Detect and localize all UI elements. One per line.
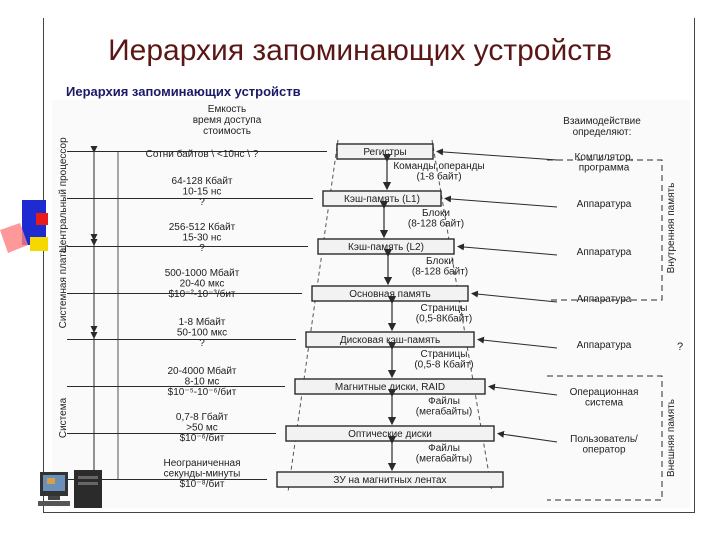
- level-param: $10⁻²-10⁻³/бит: [168, 288, 235, 300]
- level-param: 8-10 мс: [185, 377, 220, 388]
- right-header-line: Взаимодействие: [563, 116, 641, 127]
- memory-group-label: Внешняя память: [666, 399, 677, 477]
- level-param: 0,7-8 Гбайт: [176, 411, 229, 423]
- level-param: Сотни байтов \ <10нс \ ?: [146, 148, 259, 160]
- controller-arrow: [436, 148, 558, 161]
- left-header-line: Емкость: [208, 104, 246, 115]
- level-param: >50 мс: [186, 423, 218, 434]
- slide-title: Иерархия запоминающих устройств: [108, 34, 612, 67]
- level-param: Неограниченная: [163, 458, 240, 469]
- transfer-label: Файлы: [428, 396, 460, 407]
- transfer-label: (мегабайты): [416, 406, 473, 418]
- controller-label: Операционная: [570, 387, 639, 398]
- group-label: Системная плата: [58, 247, 69, 328]
- transfer-label: Страницы: [421, 349, 468, 360]
- level-name: Основная память: [349, 289, 431, 300]
- level-name: Магнитные диски, RAID: [335, 382, 445, 393]
- transfer-label: Страницы: [421, 303, 468, 314]
- transfer-label: (8-128 байт): [412, 266, 468, 278]
- transfer-label: (1-8 байт): [416, 171, 461, 183]
- transfer-label: Команды,операнды: [393, 161, 484, 172]
- transfer-label: (0,5-8 Кбайт): [414, 359, 473, 371]
- slide-subtitle: Иерархия запоминающих устройств: [66, 84, 301, 99]
- level-param: $10⁻⁸/бит: [180, 478, 225, 490]
- level-name: Дисковая кэш-память: [340, 335, 440, 346]
- slide-frame-bottom: [43, 512, 695, 513]
- controller-label: Аппаратура: [577, 247, 632, 258]
- level-name: ЗУ на магнитных лентах: [333, 475, 446, 486]
- level-param: 256-512 Кбайт: [169, 221, 236, 233]
- level-param: 1-8 Мбайт: [179, 316, 226, 328]
- transfer-label: (8-128 байт): [408, 218, 464, 230]
- level-box: [276, 471, 504, 488]
- level-param: ?: [199, 338, 205, 349]
- controller-arrow: [477, 336, 558, 349]
- controller-arrow: [444, 195, 558, 208]
- level-name: Регистры: [363, 147, 406, 158]
- controller-label: программа: [579, 163, 630, 174]
- controller-arrow: [457, 243, 558, 256]
- transfer-label: (0,5-8Кбайт): [416, 313, 473, 325]
- level-param: 20-4000 Мбайт: [167, 365, 236, 377]
- controller-label: Аппаратура: [577, 199, 632, 210]
- group-label: Центральный процессор: [58, 137, 69, 253]
- left-header-line: стоимость: [203, 126, 251, 137]
- computer-icon: [38, 470, 102, 508]
- transfer-label: Блоки: [422, 208, 450, 219]
- controller-arrow: [471, 290, 558, 303]
- controller-arrow: [488, 383, 558, 396]
- transfer-label: Файлы: [428, 443, 460, 454]
- group-label: Система: [58, 397, 69, 438]
- controller-label: Компилятор,: [575, 152, 634, 163]
- left-header-line: время доступа: [193, 115, 262, 126]
- level-param: 500-1000 Мбайт: [165, 267, 240, 279]
- level-param: $10⁻⁶/бит: [180, 432, 225, 444]
- level-param: 15-30 нс: [183, 233, 222, 244]
- level-param: 64-128 Кбайт: [172, 175, 233, 187]
- level-name: Оптические диски: [348, 429, 432, 440]
- internal-memory-bracket: [547, 159, 663, 301]
- transfer-label: (мегабайты): [416, 453, 473, 465]
- controller-label: система: [585, 398, 623, 409]
- transfer-label: Блоки: [426, 256, 454, 267]
- level-name: Кэш-память (L1): [344, 194, 420, 205]
- right-header-line: определяют:: [573, 127, 632, 138]
- corner-decoration: [0, 200, 48, 253]
- level-param: 20-40 мкс: [180, 279, 225, 290]
- level-param: $10⁻⁵-10⁻⁶/бит: [168, 386, 237, 398]
- level-param: ?: [199, 197, 205, 208]
- controller-label: Пользователь/: [570, 434, 638, 445]
- question-mark: ?: [677, 341, 683, 353]
- slide-frame-left: [43, 18, 44, 512]
- level-param: 50-100 мкс: [177, 328, 227, 339]
- memory-group-label: Внутренняя память: [666, 183, 677, 274]
- level-param: 10-15 нс: [183, 187, 222, 198]
- level-name: Кэш-память (L2): [348, 242, 424, 253]
- level-param: ?: [199, 243, 205, 254]
- level-param: секунды-минуты: [164, 469, 241, 480]
- controller-label: оператор: [582, 445, 625, 456]
- controller-arrow: [497, 430, 558, 443]
- controller-label: Аппаратура: [577, 340, 632, 351]
- slide-frame-right: [694, 18, 695, 513]
